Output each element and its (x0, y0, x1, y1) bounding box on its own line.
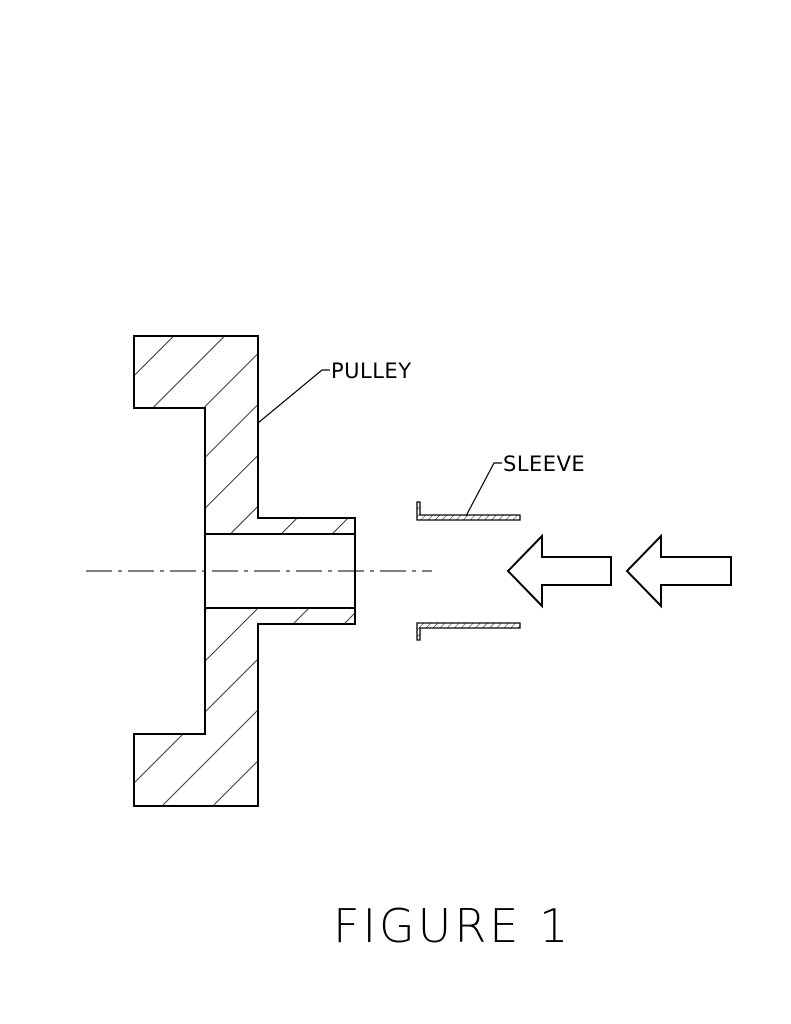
pulley-label: PULLEY (331, 359, 412, 383)
arrow-left-icon (506, 533, 612, 609)
sleeve-label: SLEEVE (503, 452, 585, 476)
sleeve-leader-line (465, 462, 502, 517)
pulley-lower-section (133, 607, 356, 807)
sleeve-upper-wall (416, 501, 521, 521)
pulley-leader-line (257, 369, 330, 424)
pulley-upper-section (133, 335, 356, 535)
figure-caption: FIGURE 1 (333, 899, 571, 953)
sleeve-lower-wall (416, 622, 521, 641)
arrow-left-icon (625, 533, 732, 609)
